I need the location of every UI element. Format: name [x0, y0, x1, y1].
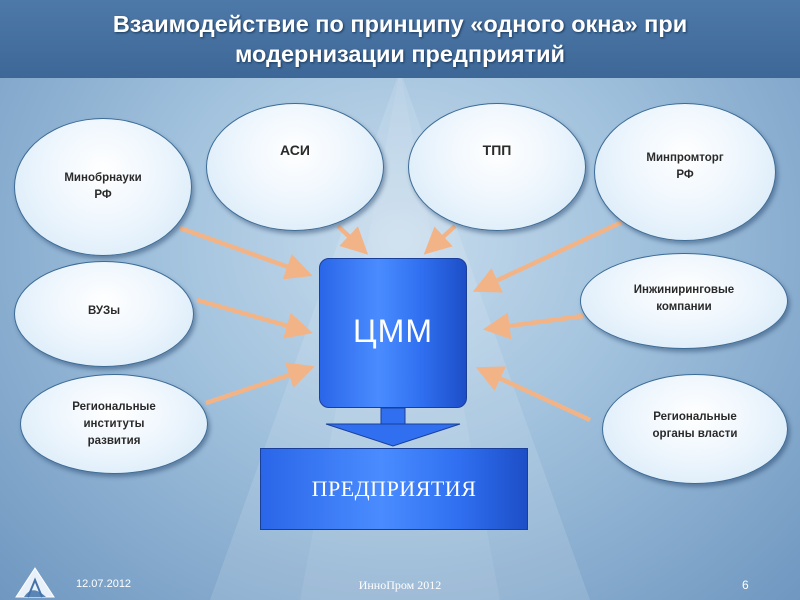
node-asi-label: АСИ: [280, 142, 310, 158]
footer-event: ИнноПром 2012: [358, 578, 442, 592]
node-minobrnauki-label: Минобрнауки РФ: [64, 172, 142, 201]
arrow-minobrnauki: [179, 225, 313, 280]
slide-title: Взаимодействие по принципу «одного окна»…: [113, 9, 687, 69]
arrow-tpp: [423, 224, 457, 255]
footer-date: 12.07.2012: [76, 578, 132, 590]
node-tpp-label: ТПП: [482, 142, 512, 158]
slide-title-line-1: Взаимодействие по принципу «одного окна»…: [112, 11, 688, 37]
node-regional-institutes-label: Региональные институты развития: [72, 400, 156, 447]
title-bar: Взаимодействие по принципу «одного окна»…: [0, 0, 800, 78]
node-minpromtorg: Минпромторг РФ: [594, 103, 776, 241]
node-regional-authorities-label: Региональные органы власти: [652, 411, 738, 440]
center-box: ЦММ: [319, 258, 467, 408]
node-minobrnauki: Минобрнауки РФ: [14, 118, 192, 256]
node-asi: АСИ: [206, 103, 384, 231]
enterprises-box: ПРЕДПРИЯТИЯ: [260, 448, 528, 530]
node-regional-institutes: Региональные институты развития: [20, 374, 208, 474]
node-regional-authorities: Региональные органы власти: [602, 374, 788, 484]
enterprises-label: ПРЕДПРИЯТИЯ: [311, 476, 477, 501]
arrow-regional-institutes: [205, 362, 315, 406]
down-arrow: [325, 407, 461, 447]
node-engineering-label: Инжиниринговые компании: [633, 284, 735, 313]
arrow-vuzy: [196, 297, 313, 339]
node-tpp: ТПП: [408, 103, 586, 231]
slide-title-line-2: модернизации предприятий: [234, 41, 566, 67]
footer-page-number: 6: [742, 578, 749, 592]
node-vuzy: ВУЗы: [14, 261, 194, 367]
node-engineering: Инжиниринговые компании: [580, 253, 788, 349]
arrow-regional-authorities: [475, 366, 591, 423]
arrow-engineering: [482, 312, 584, 340]
arrow-asi: [336, 224, 369, 255]
logo-icon: [15, 567, 55, 598]
node-minpromtorg-label: Минпромторг РФ: [646, 152, 724, 181]
center-label: ЦММ: [353, 313, 433, 349]
node-vuzy-label: ВУЗы: [87, 304, 121, 317]
